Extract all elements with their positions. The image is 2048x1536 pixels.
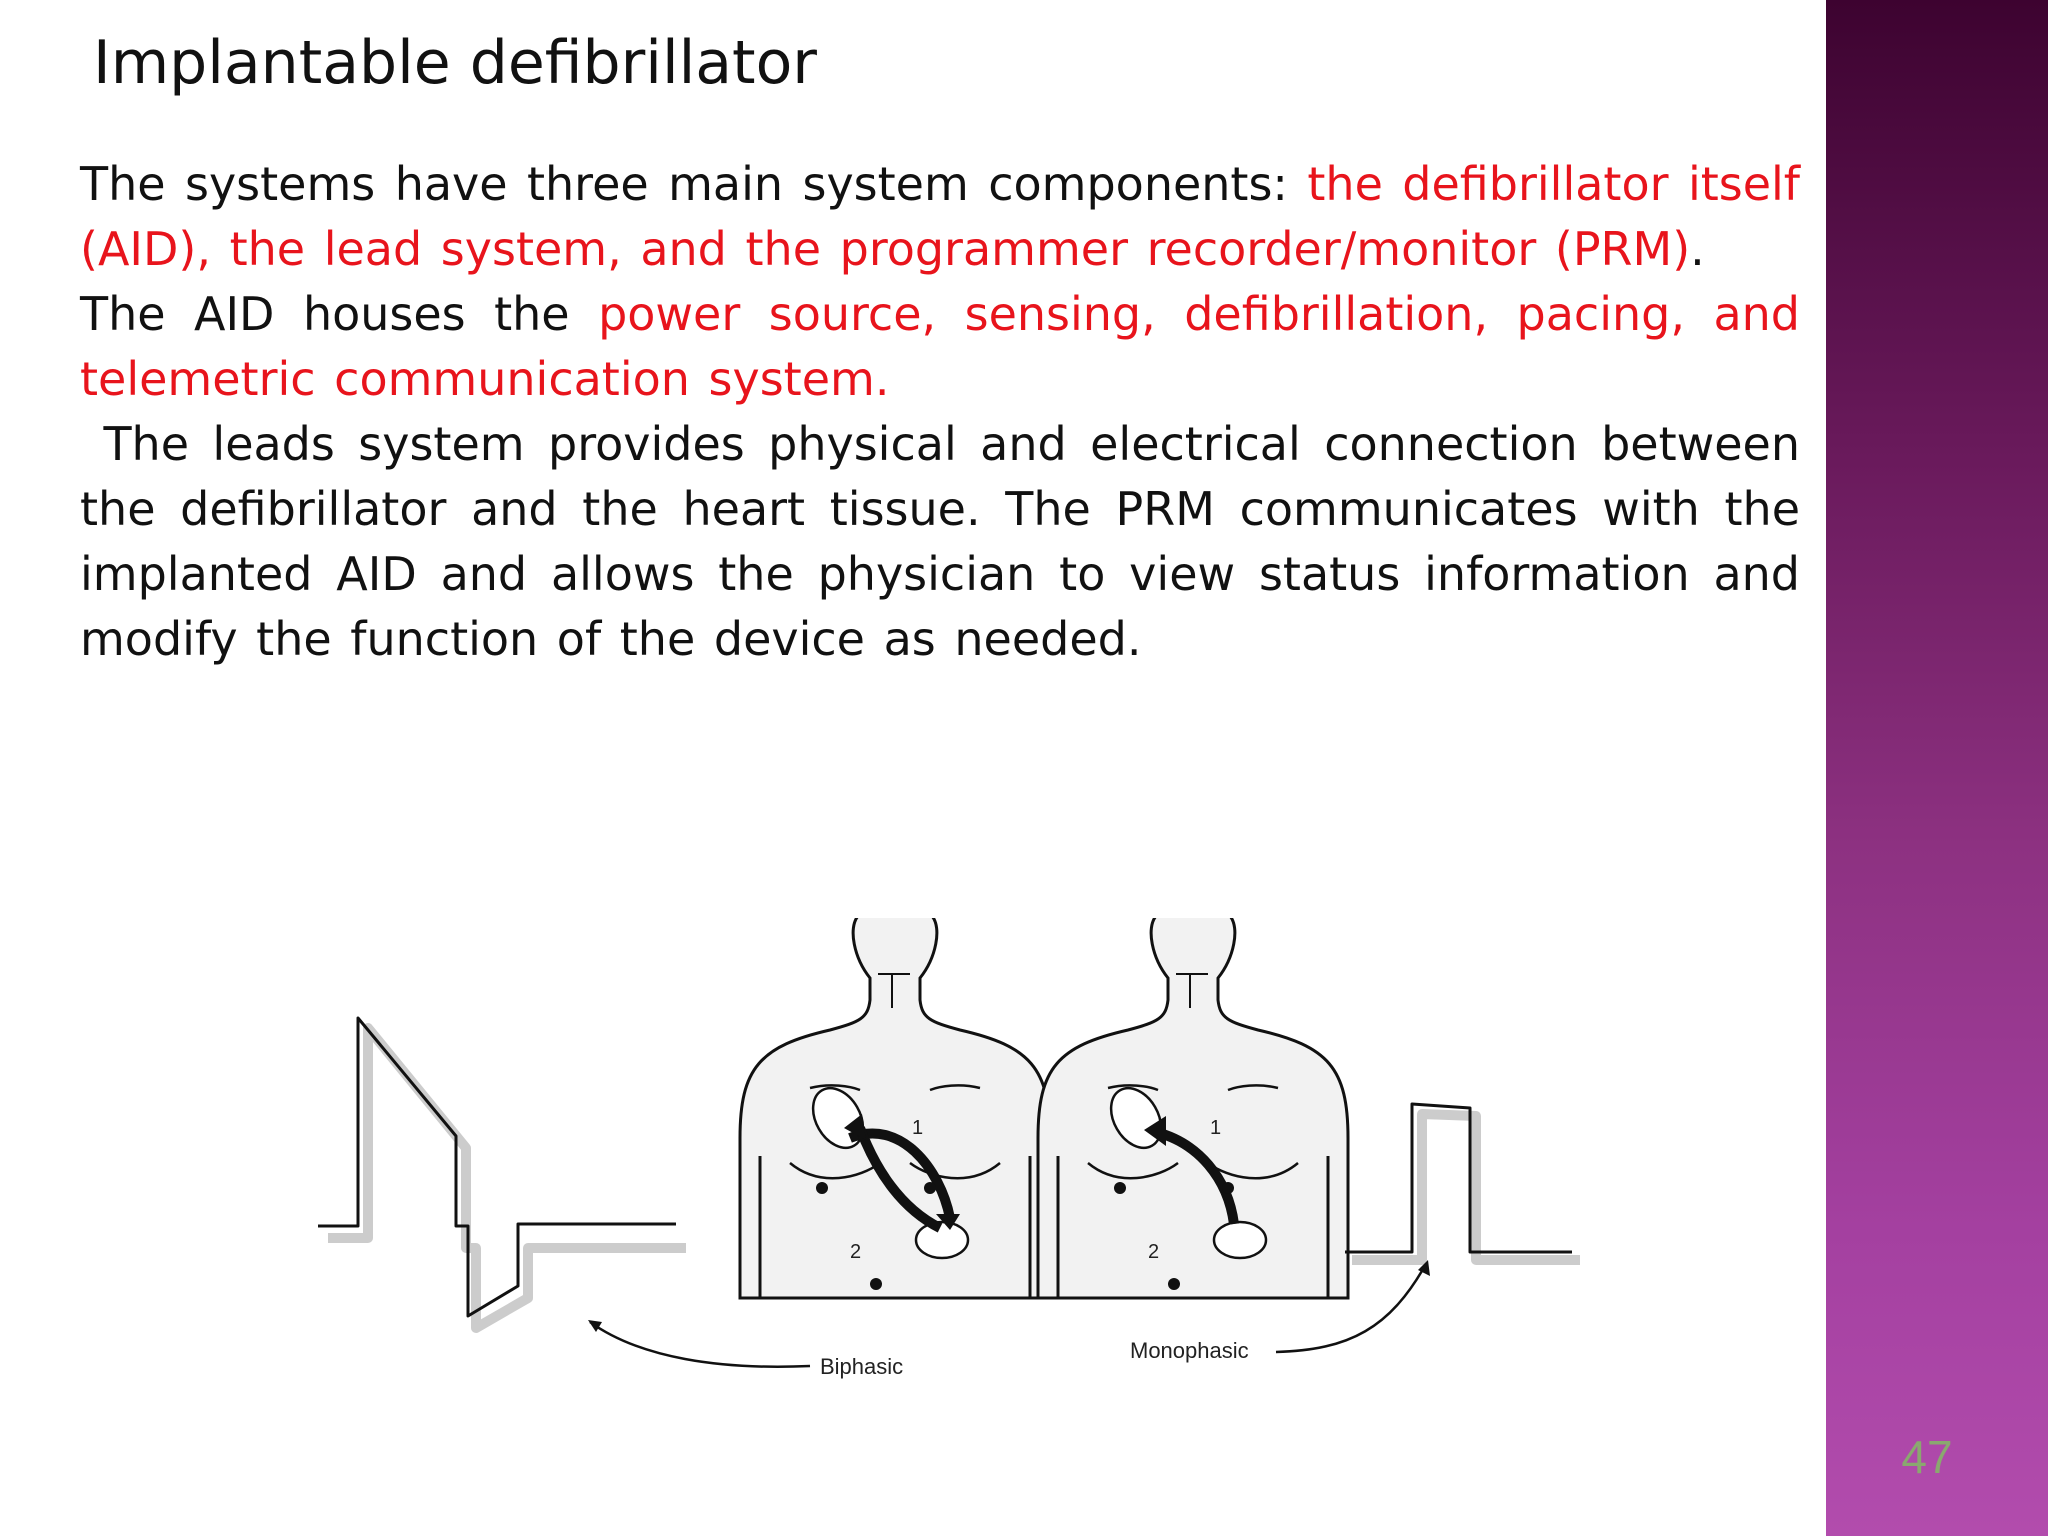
biphasic-waveform	[318, 1016, 676, 1318]
monophasic-arrow	[1275, 1263, 1428, 1354]
paragraph-aid: The AID houses the power source, sensing…	[80, 282, 1800, 412]
components-highlight: the defibrillator itself (AID), the lead…	[80, 157, 1801, 276]
paragraph-components: The systems have three main system compo…	[80, 152, 1800, 282]
paragraph-aid-intro: The AID houses the	[80, 287, 599, 341]
right-torso-mark-1: 1	[1210, 1117, 1221, 1139]
monophasic-label: Monophasic	[1130, 1338, 1249, 1363]
side-decorative-band	[1826, 0, 2048, 1536]
left-torso-mark-1: 1	[912, 1117, 923, 1139]
slide-title: Implantable defibrillator	[93, 28, 817, 98]
right-torso: 1 2	[1036, 918, 1350, 1300]
paragraph-leads: The leads system provides physical and e…	[80, 417, 1819, 666]
biphasic-label: Biphasic	[820, 1354, 903, 1379]
left-torso-mark-2: 2	[850, 1241, 861, 1263]
biphasic-waveform-shadow	[328, 1023, 686, 1333]
right-torso-mark-2: 2	[1148, 1241, 1159, 1263]
page-number: 47	[1901, 1431, 1953, 1483]
paragraph-components-intro: The systems have three main system compo…	[80, 157, 1308, 211]
aid-highlight: power source, sensing, defibrillation, p…	[80, 287, 1800, 406]
paragraph-components-end: .	[1690, 222, 1705, 276]
biphasic-arrow	[589, 1320, 811, 1368]
monophasic-waveform-shadow	[1352, 1109, 1580, 1265]
monophasic-waveform	[1345, 1102, 1572, 1254]
defibrillation-waveform-figure: Biphasic 1 2	[300, 918, 1600, 1398]
biphasic-arrowhead	[588, 1320, 602, 1332]
left-torso: 1 2	[738, 918, 1052, 1300]
slide: Implantable defibrillator The systems ha…	[80, 28, 1801, 1398]
monophasic-arrowhead	[1418, 1260, 1430, 1276]
body-text: The systems have three main system compo…	[80, 152, 1800, 672]
figure-illustration: Biphasic 1 2	[318, 918, 1580, 1379]
